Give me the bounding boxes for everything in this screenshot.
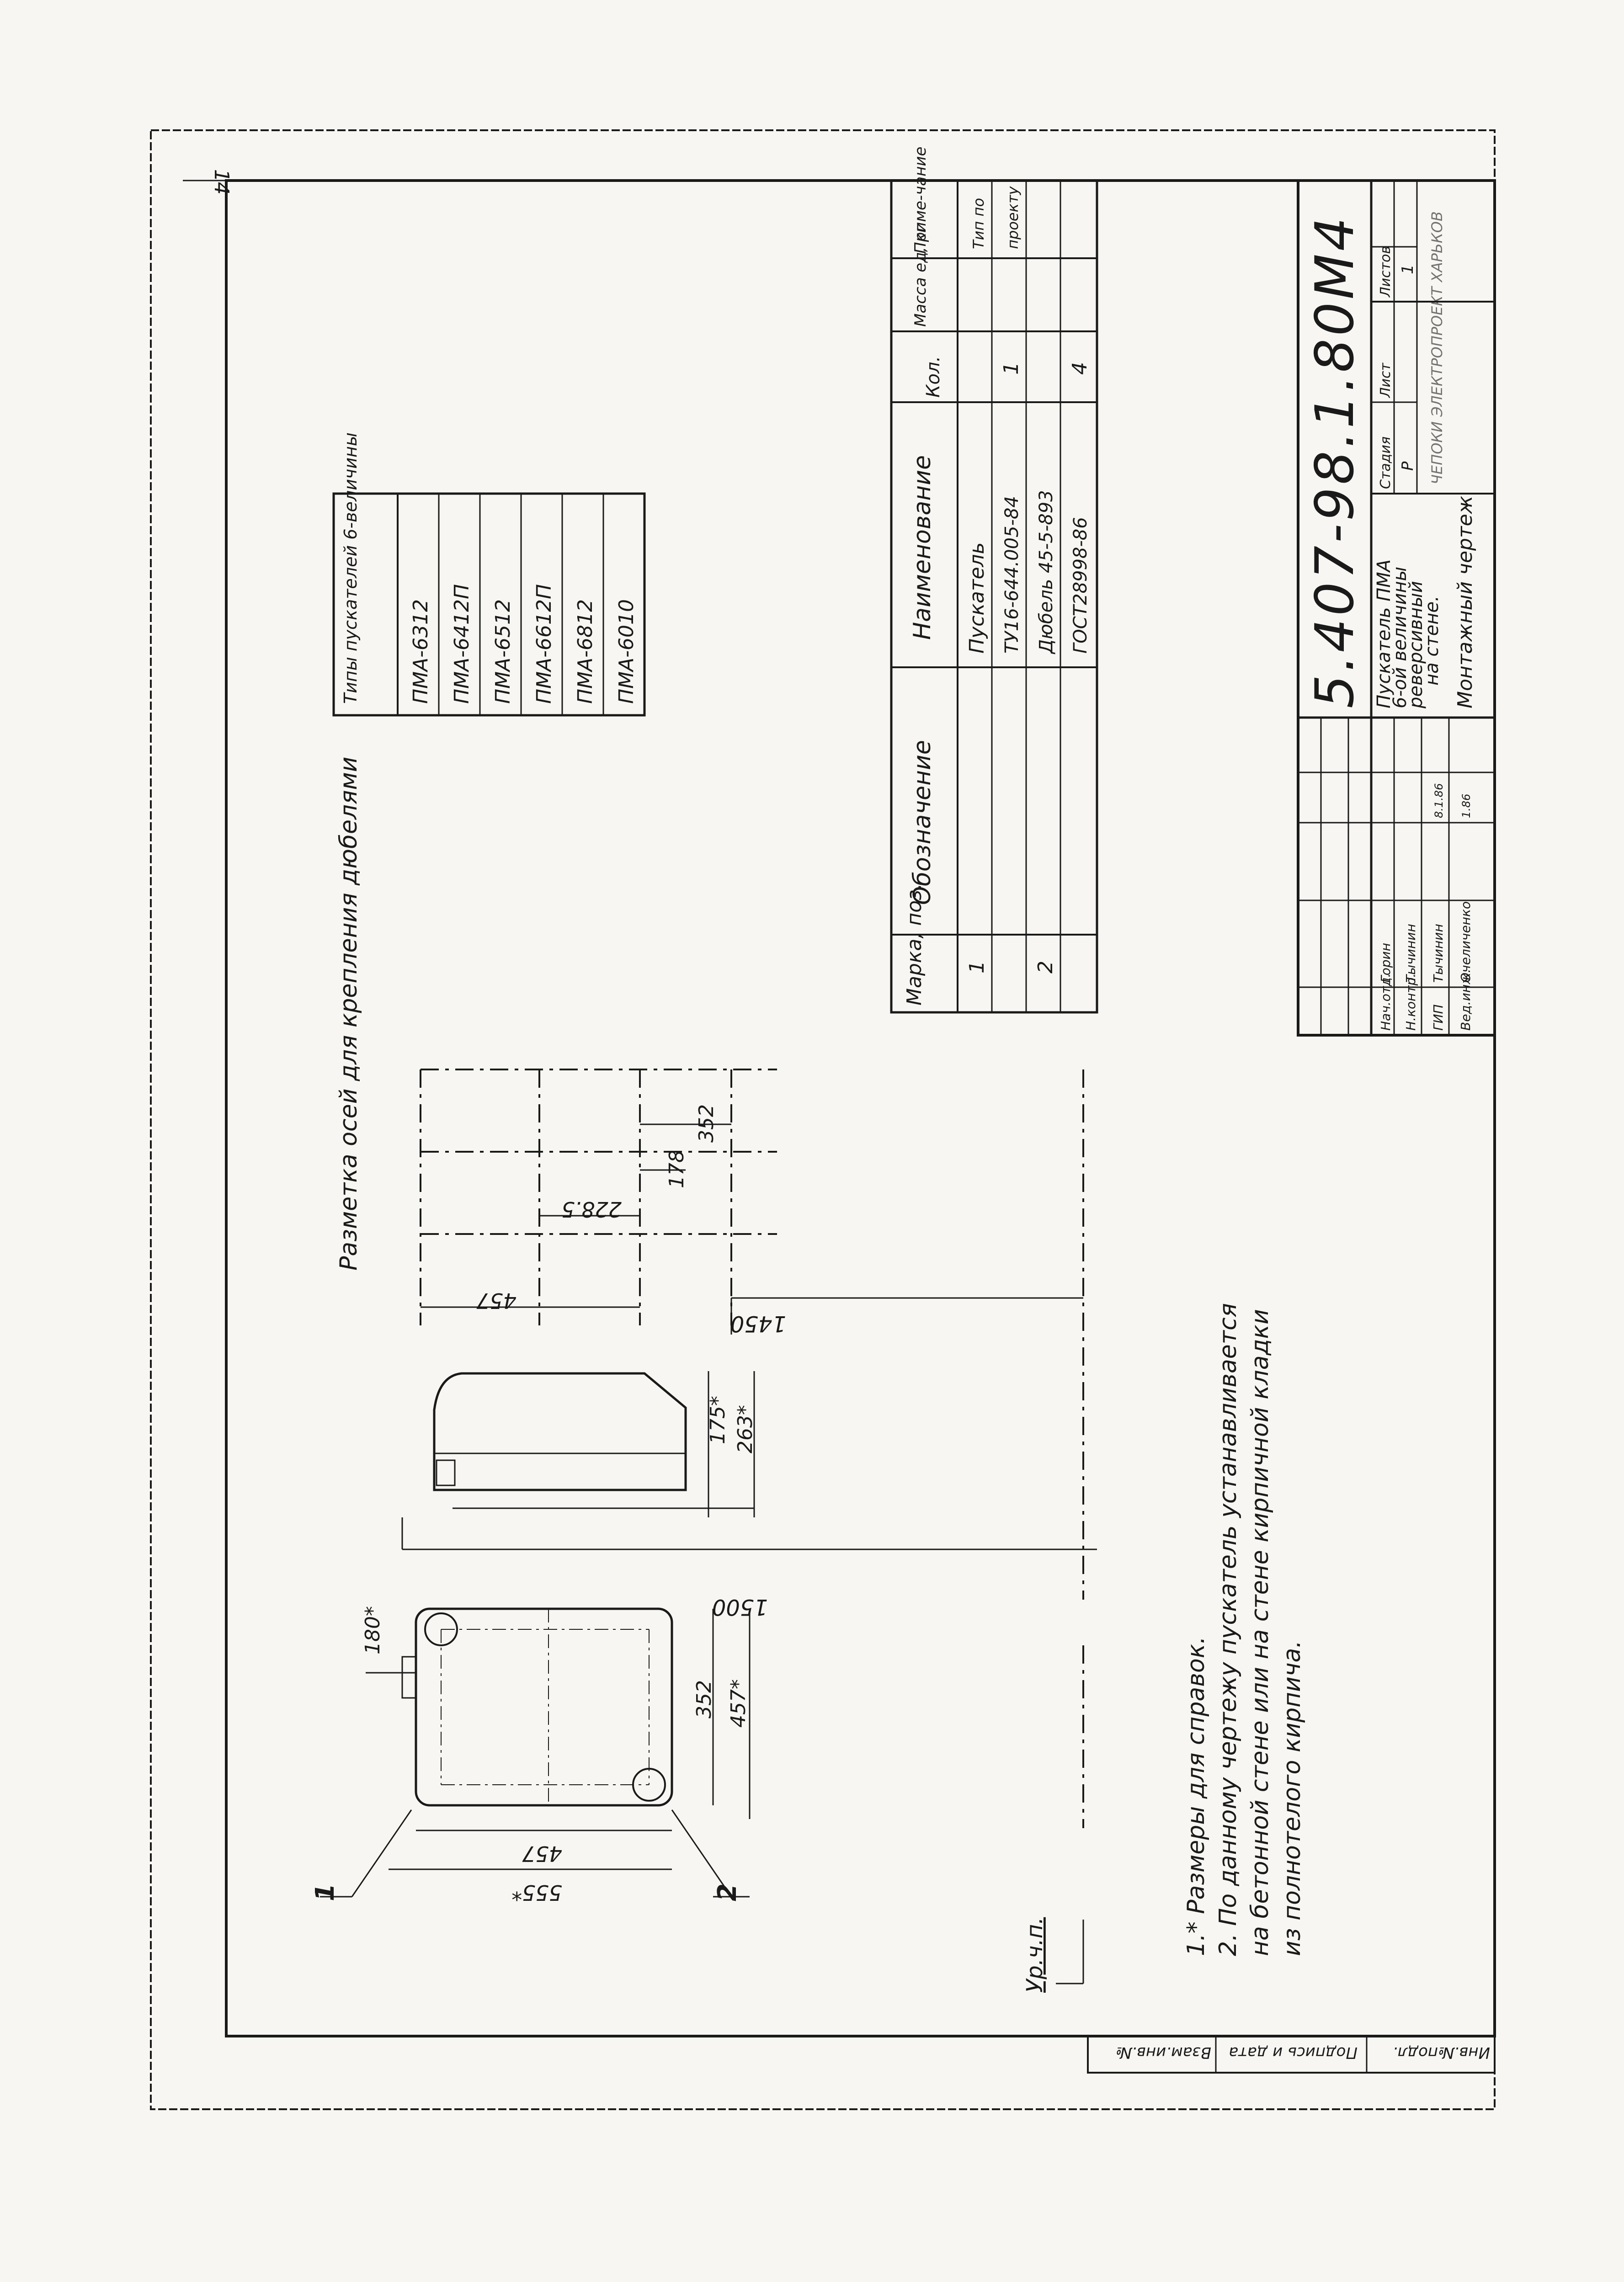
axes-marking-diagram <box>420 1069 1084 1600</box>
role-0: Нач.отд. <box>1378 973 1393 1031</box>
date-3: 1.86 <box>1460 794 1473 818</box>
dim-side-175: 175* <box>706 1396 729 1444</box>
title-stage-header: Стадия <box>1378 436 1394 489</box>
dim-front-width-555: 555* <box>511 1880 562 1905</box>
starter-side-view <box>401 1371 1097 1550</box>
mount-hole-top <box>424 1612 458 1646</box>
spec-header-designation: Обозначение <box>909 740 936 905</box>
title-line-2: реверсивный <box>1406 581 1427 709</box>
spec-row1-qty: 1 <box>1000 362 1023 375</box>
spec-row1-name-0: Пускатель <box>965 542 989 654</box>
date-2: 8.1.86 <box>1432 783 1445 818</box>
dim-front-352: 352 <box>692 1680 716 1718</box>
title-sheets-header: Листов <box>1378 246 1394 298</box>
spec-row1-mark: 1 <box>965 961 989 973</box>
spec-row2-qty: 4 <box>1068 362 1092 375</box>
role-2: ГИП <box>1431 1004 1446 1031</box>
spec-header-mark: Марка, поз. <box>903 883 926 1005</box>
types-heading: Типы пускателей 6-величины <box>341 432 361 704</box>
name-2: Тычинин <box>1431 924 1446 983</box>
role-3: Вед.инж. <box>1458 969 1473 1031</box>
note-line-3: из полнотелого кирпича. <box>1278 1640 1306 1956</box>
dim-axes-178: 178 <box>665 1150 688 1188</box>
title-line-3: на стене. <box>1422 596 1443 686</box>
spec-row1-name-1: ТУ16-644.005-84 <box>1001 496 1022 654</box>
dim-axes-228: 228.5 <box>561 1197 622 1222</box>
spec-row1-note-1: проекту <box>1004 186 1022 249</box>
types-table <box>332 492 646 717</box>
role-1: Н.контр. <box>1403 973 1418 1031</box>
side-stamp-label-2: Взам.инв.№ <box>1116 2043 1211 2062</box>
note-line-2: на бетонной стене или на стене кирпичной… <box>1246 1309 1274 1956</box>
dim-front-width-457: 457 <box>522 1841 562 1866</box>
types-item-5: ПМА-6010 <box>615 599 638 704</box>
title-stage: Р <box>1399 461 1417 471</box>
side-stamp-strip <box>1087 2035 1496 2074</box>
types-item-1: ПМА-6412П <box>450 584 474 704</box>
spec-header-qty: Кол. <box>923 356 944 398</box>
floor-level-label: Ур.ч.п. <box>1022 1917 1048 1993</box>
types-item-3: ПМА-6612П <box>532 584 556 704</box>
name-0: Горин <box>1378 943 1393 983</box>
title-line-1: 6-ой величины <box>1390 567 1411 708</box>
spec-header-note: Приме-чание <box>911 147 930 254</box>
dim-axes-352: 352 <box>695 1104 718 1143</box>
title-line-4: Монтажный чертеж <box>1454 495 1477 708</box>
types-item-2: ПМА-6512 <box>491 599 515 704</box>
axes-marking-heading: Разметка осей для крепления дюбелями <box>335 757 362 1271</box>
callout-2: 2 <box>713 1883 742 1901</box>
title-organization: ЧЕПОКИ ЭЛЕКТРОПРОЕКТ ХАРЬКОВ <box>1428 211 1446 484</box>
starter-front-view <box>320 1607 1084 1984</box>
note-line-1: 2. По данному чертежу пускатель устанавл… <box>1214 1303 1242 1956</box>
spec-row2-mark: 2 <box>1034 961 1057 973</box>
dim-front-180: 180* <box>361 1606 384 1654</box>
callout-1: 1 <box>310 1883 340 1901</box>
dim-axes-1450: 1450 <box>730 1311 786 1336</box>
note-line-0: 1.* Размеры для справок. <box>1182 1636 1210 1956</box>
side-stamp-label-0: Инв.№подл. <box>1393 2043 1490 2062</box>
dim-front-457: 457* <box>727 1679 750 1728</box>
title-sheets: 1 <box>1399 264 1417 274</box>
title-block <box>1297 179 1496 1037</box>
types-item-4: ПМА-6812 <box>574 599 597 704</box>
side-stamp-label-1: Подпись и дата <box>1229 2043 1358 2062</box>
title-line-0: Пускатель ПМА <box>1374 559 1395 708</box>
dim-mount-1500: 1500 <box>712 1594 768 1620</box>
spec-row2-name-0: Дюбель 45-5-893 <box>1036 490 1057 654</box>
title-sheet-header: Лист <box>1378 362 1394 398</box>
types-item-0: ПМА-6312 <box>409 599 432 704</box>
spec-table <box>890 179 1098 1014</box>
dim-axes-457: 457 <box>476 1288 516 1313</box>
sheet-page-number: 14 <box>210 169 233 195</box>
spec-row1-note-0: Тип по <box>970 198 987 249</box>
dim-side-263: 263* <box>734 1405 757 1453</box>
name-3: Очеличенко <box>1458 901 1473 983</box>
name-1: Тычинин <box>1403 924 1418 983</box>
spec-header-mass: Масса ед, кг <box>911 224 930 327</box>
spec-row2-name-1: ГОСТ28998-86 <box>1070 517 1091 654</box>
title-doc-code: 5.407-98.1.80М4 <box>1304 214 1366 708</box>
spec-header-name: Наименование <box>909 455 936 640</box>
